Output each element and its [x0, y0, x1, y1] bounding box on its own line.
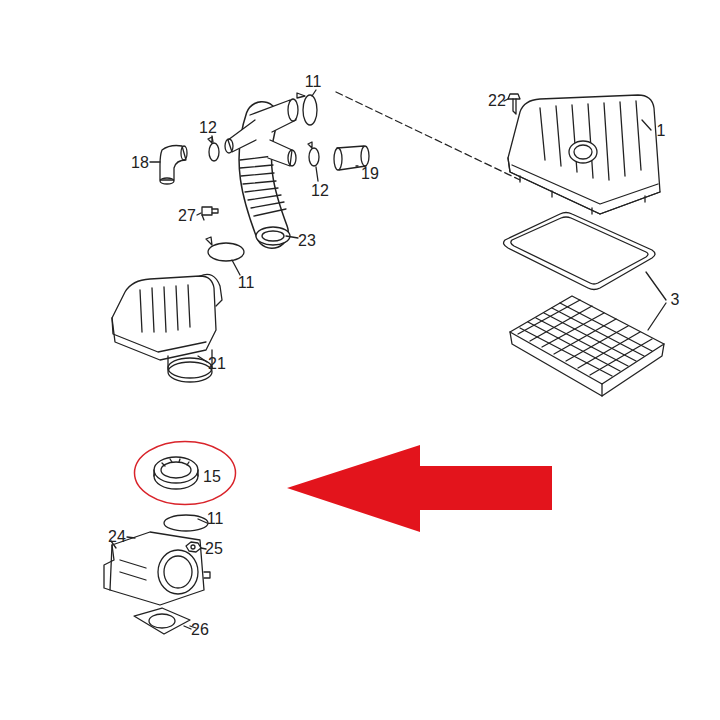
callout-number: 3 [671, 292, 680, 308]
highlight-ellipse [135, 442, 236, 505]
callout-number: 24 [108, 529, 126, 545]
callout-number: 25 [205, 541, 223, 557]
leader-line [127, 90, 358, 629]
airbox-cover [508, 95, 660, 214]
pointer-arrow [287, 445, 552, 532]
highlight-outline [133, 440, 237, 506]
callout-number: 15 [203, 469, 221, 485]
air-temp-sensor [202, 207, 218, 220]
callout-number: 21 [208, 356, 226, 372]
callout-number: 19 [361, 166, 379, 182]
nut [186, 542, 206, 552]
callout-number: 26 [191, 622, 209, 638]
elbow-hose [160, 146, 187, 185]
intake-hose [225, 99, 298, 245]
leader-line [642, 120, 666, 330]
highlight-circle: 15 [133, 440, 237, 506]
throttle-gasket [134, 608, 196, 634]
callout-number: 11 [305, 74, 322, 90]
seal-ring [154, 457, 198, 489]
callout-number: 23 [298, 233, 316, 249]
callout-number: 27 [178, 208, 196, 224]
airbox-lower [112, 274, 222, 382]
callout-number: 11 [238, 275, 255, 291]
callout-number: 11 [207, 511, 224, 527]
callout-number: 12 [199, 120, 217, 136]
gasket [504, 213, 655, 290]
callout-number: 18 [131, 155, 149, 171]
callout-number: 12 [311, 183, 329, 199]
callout-number: 1 [657, 123, 666, 139]
air-filter [510, 296, 664, 396]
screw [504, 94, 520, 114]
callout-number: 22 [488, 93, 506, 109]
